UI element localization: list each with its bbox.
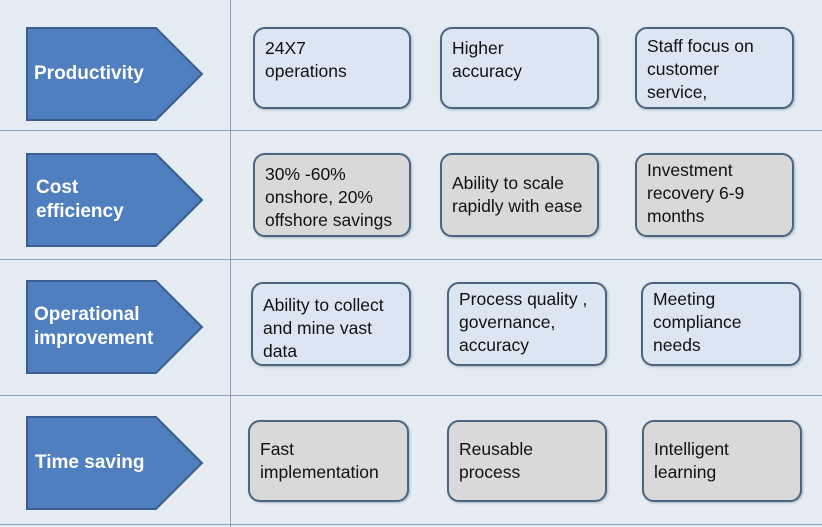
category-label: Time saving — [35, 452, 145, 473]
benefit-box-staff-focus: Staff focus on customer service, — [635, 27, 794, 109]
category-arrow-operational-improvement: Operational improvement — [26, 280, 204, 374]
category-label: Operational improvement — [34, 304, 154, 349]
row-divider — [0, 259, 822, 260]
category-label: Productivity — [34, 63, 144, 84]
column-divider — [230, 0, 231, 527]
arrow-shape — [26, 153, 204, 247]
benefit-box-higher-accuracy: Higher accuracy — [440, 27, 599, 109]
category-label: Cost efficiency — [36, 177, 124, 222]
benefit-box-scale-rapidly: Ability to scale rapidly with ease — [440, 153, 599, 237]
category-arrow-time-saving: Time saving — [26, 416, 204, 510]
benefit-box-reusable-process: Reusable process — [447, 420, 607, 502]
arrow-shape — [26, 416, 204, 510]
benefit-box-savings: 30% -60% onshore, 20% offshore savings — [253, 153, 411, 237]
benefit-box-collect-data: Ability to collect and mine vast data — [251, 282, 411, 366]
benefit-box-compliance: Meeting compliance needs — [641, 282, 801, 366]
category-arrow-cost-efficiency: Cost efficiency — [26, 153, 204, 247]
benefit-box-intelligent-learning: Intelligent learning — [642, 420, 802, 502]
benefit-box-24x7-operations: 24X7 operations — [253, 27, 411, 109]
row-divider — [0, 395, 822, 396]
benefit-box-process-quality: Process quality , governance, accuracy — [447, 282, 607, 366]
row-divider — [0, 130, 822, 131]
row-divider — [0, 524, 822, 525]
benefit-box-fast-implementation: Fast implementation — [248, 420, 409, 502]
arrow-shape — [26, 280, 204, 374]
category-arrow-productivity: Productivity — [26, 27, 204, 121]
benefit-box-investment-recovery: Investment recovery 6-9 months — [635, 153, 794, 237]
arrow-shape — [26, 27, 204, 121]
